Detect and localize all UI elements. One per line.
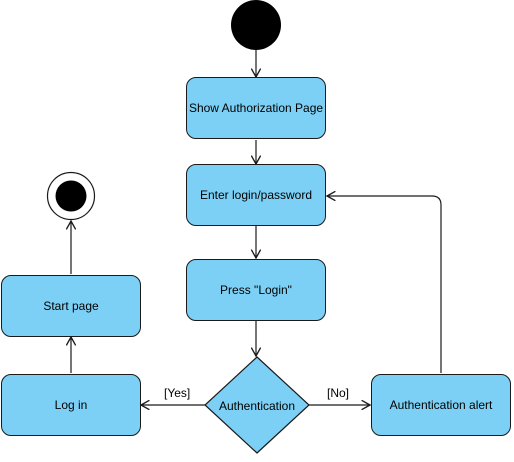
- edge-label-yes: [Yes]: [164, 386, 191, 400]
- initial-node: [231, 0, 281, 50]
- node-show-authorization-page: Show Authorization Page: [186, 77, 326, 139]
- decision-authentication-label: Authentication: [218, 399, 296, 413]
- node-log-in: Log in: [1, 374, 141, 436]
- decision-diamond: [204, 356, 310, 454]
- edge-alert-to-enter: [327, 196, 442, 373]
- node-start-page: Start page: [1, 275, 141, 337]
- node-enter-login-password: Enter login/password: [186, 164, 326, 226]
- node-press-login: Press "Login": [186, 259, 326, 321]
- final-node-inner: [55, 180, 87, 212]
- edge-label-no: [No]: [327, 386, 350, 400]
- node-authentication-alert: Authentication alert: [371, 374, 511, 436]
